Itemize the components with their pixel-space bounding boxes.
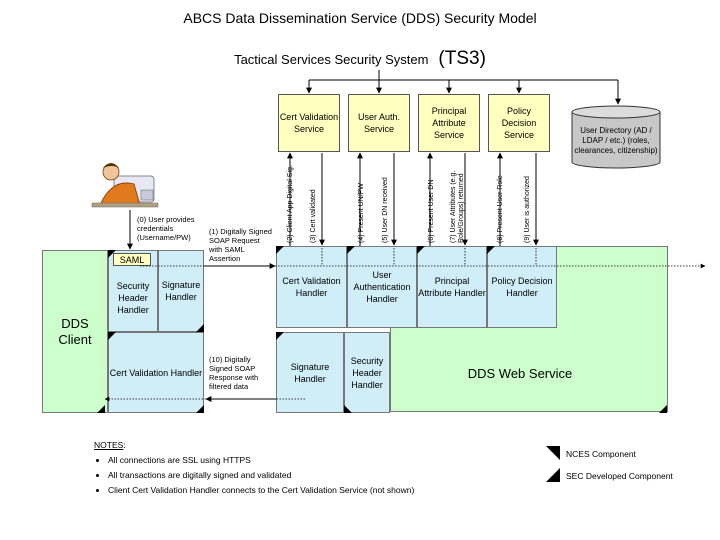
step-7-label-b: Role/Groups) returned <box>458 173 465 243</box>
legend-sec: SEC Developed Component <box>566 471 673 481</box>
service-bus-lines <box>306 70 621 105</box>
note-item: Client Cert Validation Handler connects … <box>108 483 414 498</box>
step-8-label: (8) Present User Role <box>497 175 504 243</box>
dds-client-region <box>42 250 108 413</box>
legend-nces: NCES Component <box>566 449 636 459</box>
client-cert-validation-handler: Cert Validation Handler <box>108 332 204 413</box>
step-7-label-a: (7) User Attributes (e.g. <box>450 170 457 243</box>
server-security-header-handler: Security Header Handler <box>344 332 390 413</box>
dotted-flow <box>104 248 706 402</box>
component-markers <box>97 246 667 482</box>
step-4-label: (4) Present UN/PW <box>358 183 365 243</box>
cert-validation-service: Cert Validation Service <box>278 94 340 152</box>
step-2-label: (2) Client App Digital Sig. <box>287 165 294 243</box>
saml-box: SAML <box>113 253 151 266</box>
step-0-label: (0) User provides credentials (Username/… <box>137 215 195 242</box>
step-6-label: (6) Present User DN <box>428 179 435 243</box>
step-5-label: (5) User DN received <box>382 177 389 243</box>
subtitle-code: (TS3) <box>438 48 486 69</box>
diagram-title: ABCS Data Dissemination Service (DDS) Se… <box>183 10 537 26</box>
step-3-label: (3) Cert validated <box>310 189 317 243</box>
step-arrows <box>127 152 539 250</box>
diagram-subtitle: Tactical Services Security System (TS3) <box>0 48 720 70</box>
policy-decision-service: Policy Decision Service <box>488 94 550 152</box>
subtitle-text: Tactical Services Security System <box>234 52 429 67</box>
user-person-icon <box>91 163 159 208</box>
principal-attribute-service: Principal Attribute Service <box>418 94 480 152</box>
user-directory: User Directory (AD / LDAP / etc.) (roles… <box>574 126 658 155</box>
server-signature-handler: Signature Handler <box>276 332 344 413</box>
notes-section: NOTES: All connections are SSL using HTT… <box>94 438 414 498</box>
dds-client-label: DDS Client <box>58 316 92 347</box>
client-signature-handler: Signature Handler <box>158 250 204 332</box>
note-item: All transactions are digitally signed an… <box>108 468 414 483</box>
note-item: All connections are SSL using HTTPS <box>108 453 414 468</box>
step-1-label: (1) Digitally Signed SOAP Request with S… <box>209 227 272 263</box>
server-cert-validation-handler: Cert Validation Handler <box>276 246 347 328</box>
user-auth-service: User Auth. Service <box>348 94 410 152</box>
step-10-label: (10) Digitally Signed SOAP Response with… <box>209 355 259 391</box>
server-user-auth-handler: User Authentication Handler <box>347 246 417 328</box>
user-directory-cylinder <box>571 105 661 169</box>
step-9-label: (9) User is authorized <box>524 176 531 243</box>
notes-heading: NOTES <box>94 440 124 450</box>
server-principal-attribute-handler: Principal Attribute Handler <box>417 246 487 328</box>
server-policy-decision-handler: Policy Decision Handler <box>487 246 557 328</box>
dds-web-service-label: DDS Web Service <box>467 366 573 381</box>
